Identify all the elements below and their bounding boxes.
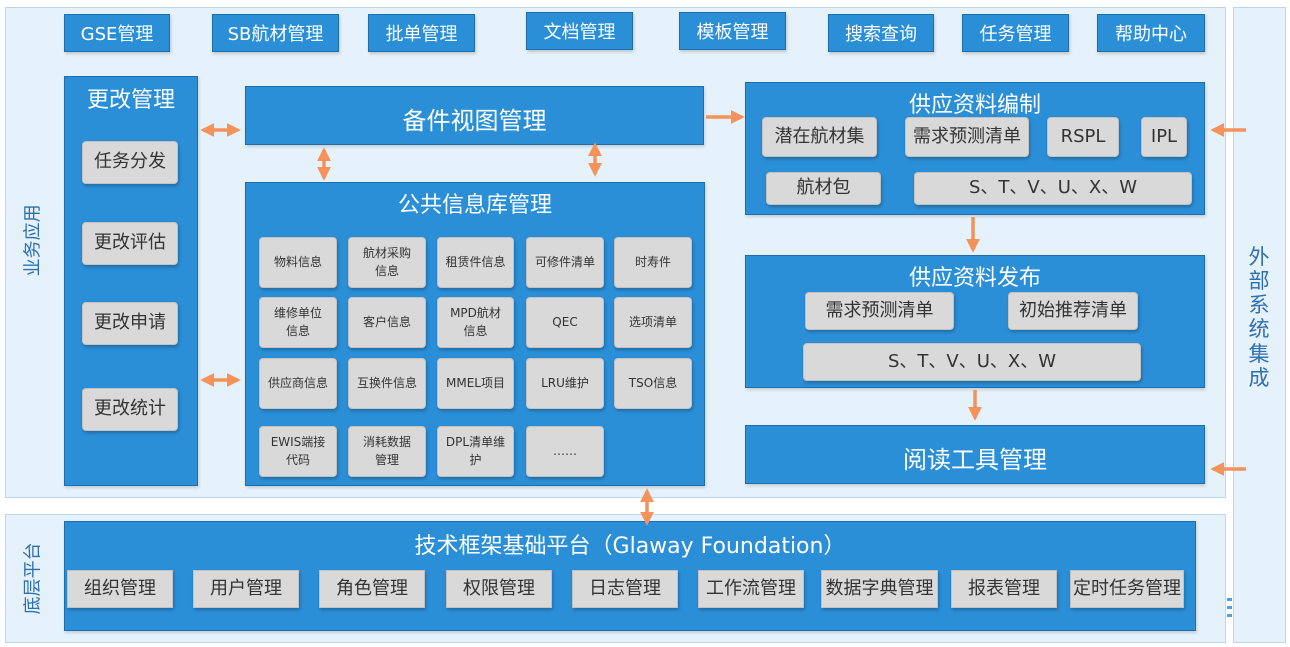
nav-docs[interactable]: 文档管理 — [526, 12, 633, 50]
change-item-apply[interactable]: 更改申请 — [82, 302, 178, 345]
change-mgmt-title: 更改管理 — [86, 88, 175, 113]
supply-compile-title: 供应资料编制 — [908, 93, 1041, 118]
spare-view-panel[interactable]: 备件视图管理 — [245, 86, 704, 145]
decor-bar — [1227, 614, 1232, 617]
public-item-more-items[interactable]: …… — [526, 426, 604, 477]
foundation-item-data-dict[interactable]: 数据字典管理 — [821, 570, 938, 608]
nav-templates[interactable]: 模板管理 — [679, 12, 786, 50]
foundation-title: 技术框架基础平台（Glaway Foundation） — [414, 534, 846, 559]
public-item-lease-info[interactable]: 租赁件信息 — [437, 237, 514, 288]
change-item-statistics[interactable]: 更改统计 — [82, 388, 178, 431]
decor-bar — [1227, 598, 1232, 601]
base-label: 底层平台 — [22, 542, 44, 615]
publish-stvuxw[interactable]: S、T、V、U、X、W — [803, 343, 1141, 381]
nav-gse[interactable]: GSE管理 — [64, 14, 170, 52]
compile-rspl[interactable]: RSPL — [1047, 117, 1119, 157]
nav-search[interactable]: 搜索查询 — [828, 14, 934, 52]
publish-demand-forecast[interactable]: 需求预测清单 — [805, 292, 954, 330]
public-item-material-info[interactable]: 物料信息 — [259, 237, 337, 288]
nav-batch[interactable]: 批单管理 — [368, 14, 475, 52]
public-item-supplier-info[interactable]: 供应商信息 — [259, 358, 337, 409]
public-item-tso-info[interactable]: TSO信息 — [614, 358, 692, 409]
public-item-mro-unit-info[interactable]: 维修单位 信息 — [259, 297, 337, 348]
public-item-interchangeable-info[interactable]: 互换件信息 — [348, 358, 426, 409]
foundation-item-role[interactable]: 角色管理 — [319, 570, 425, 608]
public-info-title: 公共信息库管理 — [397, 193, 552, 218]
reader-tool-panel[interactable]: 阅读工具管理 — [745, 425, 1205, 484]
public-item-ewis-code[interactable]: EWIS端接 代码 — [259, 426, 337, 477]
decor-bar — [1227, 606, 1232, 609]
business-label: 业务应用 — [22, 204, 44, 277]
nav-sb-spares[interactable]: SB航材管理 — [212, 14, 339, 52]
public-item-option-list[interactable]: 选项清单 — [614, 297, 692, 348]
external-label: 外部系统集成 — [1248, 245, 1270, 390]
compile-spare-pack[interactable]: 航材包 — [766, 172, 881, 205]
foundation-item-workflow[interactable]: 工作流管理 — [698, 570, 804, 608]
public-item-repairable-list[interactable]: 可修件清单 — [526, 237, 604, 288]
public-item-mpd-spares-info[interactable]: MPD航材 信息 — [437, 297, 514, 348]
foundation-item-user[interactable]: 用户管理 — [193, 570, 299, 608]
supply-publish-title: 供应资料发布 — [908, 266, 1041, 291]
public-item-consumption-data[interactable]: 消耗数据 管理 — [348, 426, 426, 477]
compile-ipl[interactable]: IPL — [1141, 117, 1187, 157]
change-item-evaluate[interactable]: 更改评估 — [82, 222, 178, 265]
compile-potential-spares[interactable]: 潜在航材集 — [762, 117, 877, 157]
reader-tool-title: 阅读工具管理 — [903, 446, 1047, 474]
public-item-customer-info[interactable]: 客户信息 — [348, 297, 426, 348]
public-item-life-limited-parts[interactable]: 时寿件 — [614, 237, 692, 288]
public-item-qec[interactable]: QEC — [526, 297, 604, 348]
foundation-item-org[interactable]: 组织管理 — [67, 570, 173, 608]
spare-view-title: 备件视图管理 — [402, 107, 547, 135]
compile-stvuxw[interactable]: S、T、V、U、X、W — [914, 172, 1192, 205]
foundation-item-scheduled-task[interactable]: 定时任务管理 — [1070, 570, 1184, 608]
foundation-item-permission[interactable]: 权限管理 — [446, 570, 552, 608]
nav-tasks[interactable]: 任务管理 — [962, 14, 1069, 52]
public-item-spares-purchase-info[interactable]: 航材采购 信息 — [348, 237, 426, 288]
public-item-dpl-maintenance[interactable]: DPL清单维 护 — [437, 426, 514, 477]
nav-help[interactable]: 帮助中心 — [1097, 14, 1205, 52]
change-item-dispatch[interactable]: 任务分发 — [82, 141, 178, 184]
foundation-item-report[interactable]: 报表管理 — [951, 570, 1057, 608]
foundation-item-log[interactable]: 日志管理 — [572, 570, 678, 608]
public-item-mmel-items[interactable]: MMEL项目 — [437, 358, 514, 409]
public-item-lru-maintenance[interactable]: LRU维护 — [526, 358, 604, 409]
publish-initial-recommend[interactable]: 初始推荐清单 — [1008, 292, 1138, 330]
compile-demand-forecast[interactable]: 需求预测清单 — [905, 117, 1029, 157]
external-region — [1233, 7, 1286, 643]
